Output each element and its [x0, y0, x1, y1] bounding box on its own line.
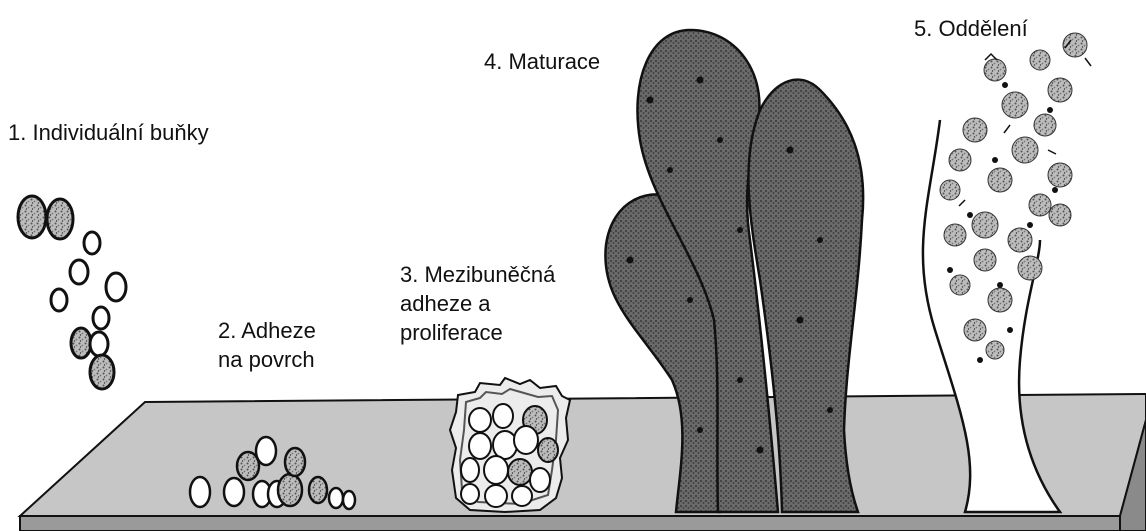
- stage-4-label: 4. Maturace: [484, 47, 600, 76]
- stage-3-label: 3. Mezibuněčná adheze a proliferace: [400, 260, 555, 347]
- stage-3-line-3: proliferace: [400, 318, 555, 347]
- stage-1-label: 1. Individuální buňky: [8, 118, 209, 147]
- stage-3-line-2: adheze a: [400, 289, 555, 318]
- individual-cells: [18, 196, 126, 389]
- stage-2-line-1: 2. Adheze: [218, 316, 316, 345]
- stage-2-label: 2. Adheze na povrch: [218, 316, 316, 374]
- stage-3-line-1: 3. Mezibuněčná: [400, 260, 555, 289]
- stage-2-line-2: na povrch: [218, 345, 316, 374]
- microcolony: [450, 378, 570, 512]
- stage-5-label: 5. Oddělení: [914, 14, 1028, 43]
